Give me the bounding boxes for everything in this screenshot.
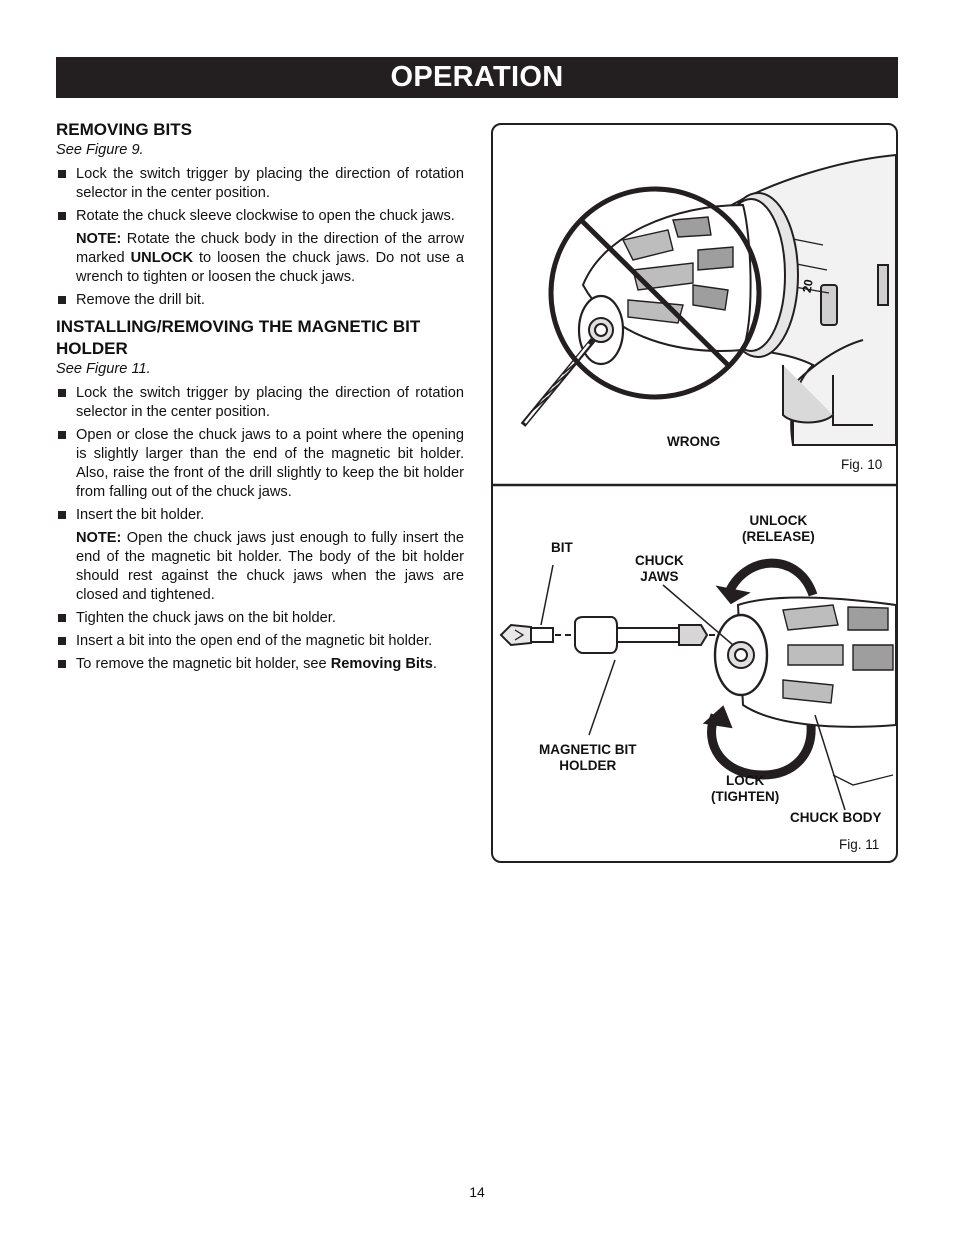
note-label: NOTE:: [76, 530, 122, 546]
bit-label: BIT: [551, 540, 573, 555]
removing-step-3: Remove the drill bit.: [56, 291, 464, 310]
fig10-caption: Fig. 10: [841, 457, 883, 472]
drill-illustration: [520, 153, 896, 446]
see-figure-11: See Figure 11.: [56, 361, 151, 377]
removing-step-1: Lock the switch trigger by placing the d…: [56, 165, 464, 203]
note-text-a: Rotate the chuck body in the direction o…: [76, 231, 464, 266]
bit-holder-illustration: [499, 558, 896, 811]
figure-illustrations: [493, 153, 896, 811]
removing-bits-reference: Removing Bits: [330, 656, 433, 672]
installing-step-2: Open or close the chuck jaws to a point …: [56, 426, 464, 502]
magnetic-holder-label: MAGNETIC BIT HOLDER: [539, 742, 637, 773]
fig11-caption: Fig. 11: [839, 837, 880, 852]
removing-note: NOTE: Rotate the chuck body in the direc…: [56, 230, 464, 287]
lock-label: LOCK (TIGHTEN): [711, 773, 780, 804]
note-text-b: to loosen the chuck jaws. Do not use a w…: [76, 250, 464, 285]
removing-step-2: Rotate the chuck sleeve clockwise to ope…: [56, 207, 464, 226]
note-text: Open the chuck jaws just enough to fully…: [76, 530, 464, 603]
page-number: 14: [469, 1184, 485, 1200]
note-unlock: UNLOCK: [130, 250, 194, 266]
figure-panel: 20 WRONG Fig. 10 BIT CHUCK JAWS UNLOCK (…: [491, 123, 898, 863]
chuck-jaws-label: CHUCK JAWS: [635, 553, 684, 584]
see-figure-9: See Figure 9.: [56, 142, 144, 158]
removing-bits-heading: REMOVING BITS: [56, 120, 193, 139]
installing-step-3: Insert the bit holder.: [56, 506, 464, 525]
installing-step-6: To remove the magnetic bit holder, see R…: [56, 655, 464, 674]
step-6-period: .: [432, 656, 437, 672]
note-label: NOTE:: [76, 231, 122, 247]
installing-note: NOTE: Open the chuck jaws just enough to…: [56, 529, 464, 605]
installing-step-1: Lock the switch trigger by placing the d…: [56, 384, 464, 422]
prohibition-slash: [579, 218, 731, 368]
step-6-text: To remove the magnetic bit holder, see: [76, 656, 331, 672]
wrong-label: WRONG: [667, 434, 721, 449]
installing-heading: INSTALLING/REMOVING THE MAGNETIC BIT HOL…: [56, 317, 421, 358]
prohibition-circle-icon: [548, 186, 762, 400]
installing-step-4: Tighten the chuck jaws on the bit holder…: [56, 609, 464, 628]
chuck-body-label: CHUCK BODY: [790, 810, 882, 825]
section-banner: OPERATION: [56, 57, 898, 98]
text-column: REMOVING BITS See Figure 9. Lock the swi…: [56, 119, 464, 678]
installing-step-5: Insert a bit into the open end of the ma…: [56, 632, 464, 651]
unlock-label: UNLOCK (RELEASE): [742, 513, 815, 544]
dial-number: 20: [799, 278, 816, 294]
